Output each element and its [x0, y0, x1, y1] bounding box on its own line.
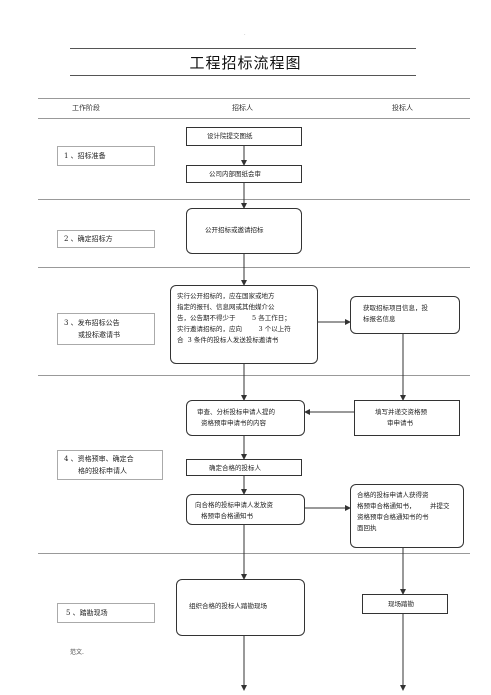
- get-info-line-2: 标报名信息: [363, 315, 396, 323]
- box-determine-qualified: 确定合格的投标人: [186, 459, 302, 476]
- box-open-or-invite: 公开招标或邀请招标: [186, 208, 302, 254]
- stage-2: 2 、确定招标方: [57, 230, 155, 248]
- box-open-or-invite-text: 公开招标或邀请招标: [205, 226, 264, 234]
- box-publish-announcement: 实行公开招标的，应在国家或地方 指定的报刊、信息网或其他媒介公 告，公告期不得少…: [170, 285, 318, 364]
- review-line-2: 资格预审申请书的内容: [201, 419, 266, 427]
- fill-submit-line-1: 填写并递交资格预: [375, 408, 427, 416]
- publish-line-1: 实行公开招标的，应在国家或地方: [177, 292, 275, 300]
- stage-4: 4 、资格预审、确定合 格的投标申请人: [57, 450, 163, 480]
- top-dot: .: [244, 31, 246, 37]
- stage-1: 1 、招标准备: [57, 146, 155, 166]
- stage-4-label-line1: 4 、资格预审、确定合: [64, 455, 134, 463]
- title-rule-top: [70, 48, 416, 49]
- send-notice-line-1: 向合格的投标申请人发放资: [195, 501, 273, 509]
- box-company-review: 公司内部图纸会审: [186, 165, 302, 183]
- stage-divider-3: [38, 375, 470, 376]
- box-design-submit: 设计院提交图纸: [186, 127, 302, 146]
- publish-line-2: 指定的报刊、信息网或其他媒介公: [177, 303, 275, 311]
- title-rule-bottom: [70, 75, 416, 76]
- get-info-line-1: 获取招标项目信息，投: [363, 304, 428, 312]
- stage-1-label: 1 、招标准备: [64, 152, 106, 160]
- stage-3-label-line1: 3 、发布招标公告: [64, 319, 120, 327]
- header-rule-top: [38, 98, 470, 99]
- page-title: 工程招标流程图: [189, 54, 302, 72]
- box-organize-visit-text: 组织合格的投标人踏勘现场: [189, 602, 267, 610]
- header-bidder: 投标人: [392, 104, 413, 112]
- box-design-submit-text: 设计院提交图纸: [207, 132, 253, 140]
- box-send-notice: 向合格的投标申请人发放资 格预审合格通知书: [186, 494, 305, 525]
- stage-3: 3 、发布招标公告 或投标邀请书: [57, 313, 155, 345]
- send-notice-line-2: 格预审合格通知书: [201, 512, 253, 520]
- stage-5: 5 、踏勘现场: [57, 603, 155, 623]
- receive-notice-line-4: 面回执: [357, 524, 377, 532]
- publish-line-3: 告，公告期不得少于 5 各工作日；: [177, 314, 291, 322]
- receive-notice-line-2: 格预审合格通知书， 并提交: [357, 502, 450, 510]
- stage-divider-2: [38, 267, 470, 268]
- stage-2-label: 2 、确定招标方: [64, 235, 113, 243]
- receive-notice-line-1: 合格的投标申请人获得资: [357, 491, 429, 499]
- footer-text: 范文.: [70, 649, 84, 656]
- box-site-visit-text: 现场踏勘: [388, 600, 414, 608]
- box-review-application: 审查、分析投标申请人提的 资格预审申请书的内容: [186, 400, 305, 436]
- box-company-review-text: 公司内部图纸会审: [209, 170, 261, 178]
- header-rule-bottom: [38, 118, 470, 119]
- box-fill-submit: 填写并递交资格预 审申请书: [354, 400, 460, 436]
- stage-divider-4: [38, 553, 470, 554]
- fill-submit-line-2: 审申请书: [387, 419, 413, 427]
- box-site-visit: 现场踏勘: [362, 594, 448, 614]
- review-line-1: 审查、分析投标申请人提的: [197, 408, 275, 416]
- header-tenderer: 招标人: [232, 104, 253, 112]
- publish-line-5: 合 3 条件的投标人发送投标邀请书: [177, 336, 279, 344]
- stage-4-label-line2: 格的投标申请人: [78, 467, 127, 475]
- publish-line-4: 实行邀请招标的，应向 3 个以上符: [177, 325, 291, 333]
- receive-notice-line-3: 资格预审合格通知书的书: [357, 513, 429, 521]
- stage-divider-1: [38, 199, 470, 200]
- header-stage: 工作阶段: [72, 104, 100, 112]
- box-get-info: 获取招标项目信息，投 标报名信息: [350, 296, 460, 334]
- stage-5-label: 5 、踏勘现场: [66, 609, 108, 617]
- box-organize-visit: 组织合格的投标人踏勘现场: [176, 579, 305, 636]
- box-receive-notice: 合格的投标申请人获得资 格预审合格通知书， 并提交 资格预审合格通知书的书 面回…: [350, 484, 464, 548]
- box-determine-qualified-text: 确定合格的投标人: [209, 464, 261, 472]
- stage-3-label-line2: 或投标邀请书: [78, 331, 120, 339]
